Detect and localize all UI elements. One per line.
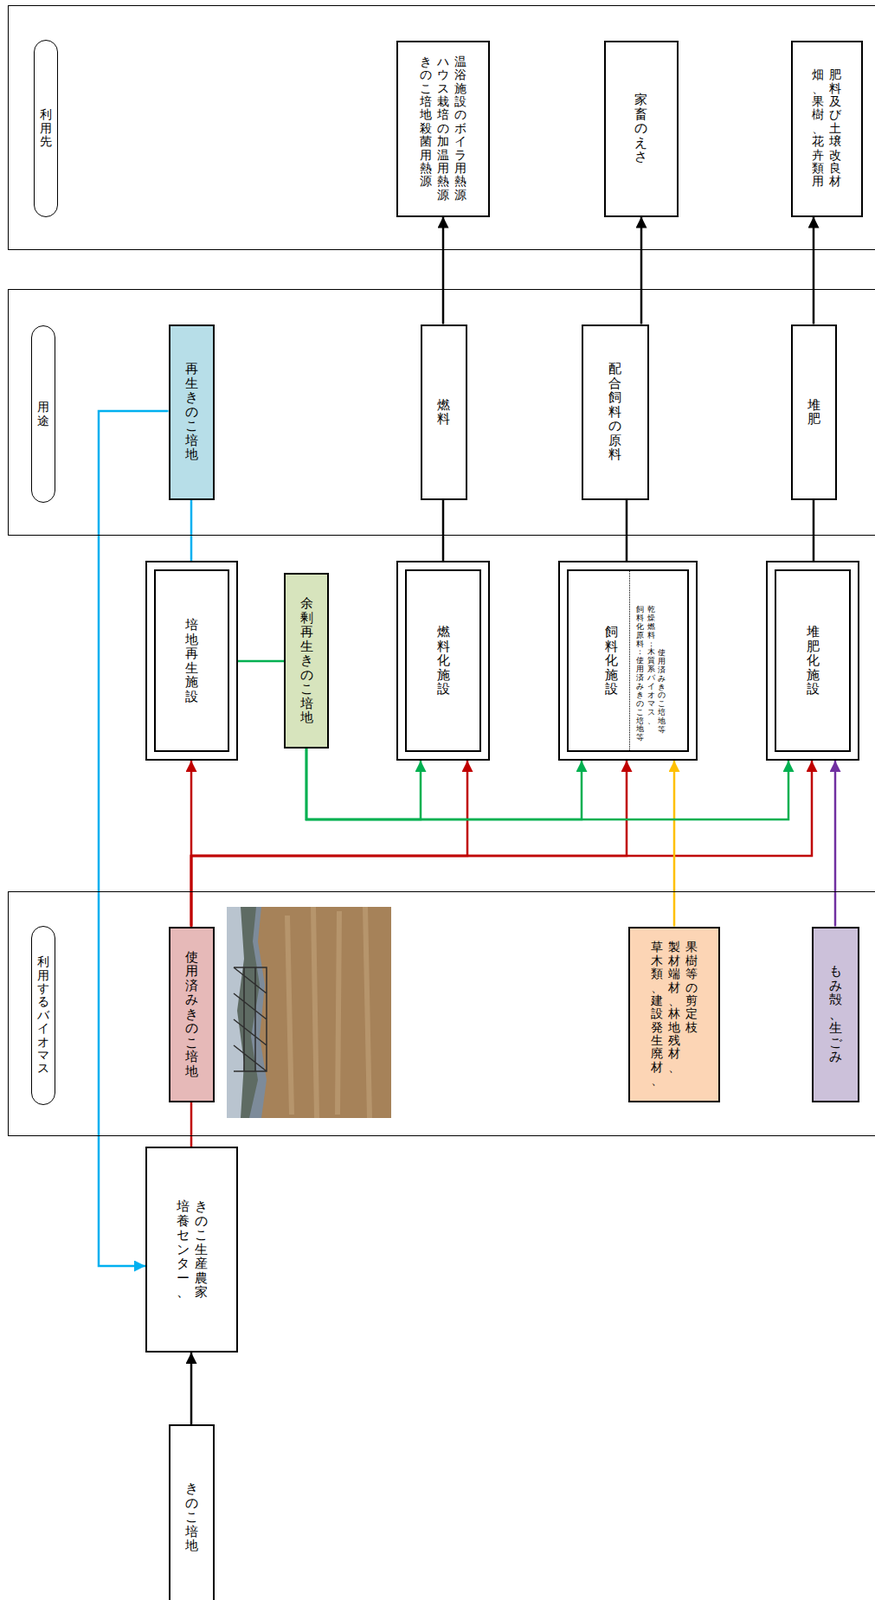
source-box: きのこ培地 xyxy=(168,1424,215,1600)
box-label: 再生きのこ培地 xyxy=(185,361,199,463)
box-label: 余剰再生きのこ培地 xyxy=(300,596,314,726)
photo-ground xyxy=(226,907,392,1119)
flow-connector xyxy=(442,217,445,325)
text-line: 使用済みきのこ培地等 xyxy=(657,649,666,735)
text-line: 畑、果樹、花卉類用 xyxy=(811,68,824,189)
photo-fence xyxy=(233,967,267,1072)
flow-connector xyxy=(812,500,816,562)
text-line: 草木類、建設発生廃材、 xyxy=(650,940,663,1088)
facility-box: 燃料化施設 xyxy=(396,560,490,761)
destination-box: きのこ培地殺菌用熱源 ハウス栽培の加温用熱源 温浴施設のボイラ用熱源 xyxy=(396,40,490,218)
producer-box: 培養センター、 きのこ生産農家 xyxy=(145,1146,239,1353)
box-label: 畑、果樹、花卉類用 肥料及び土壌改良材 xyxy=(811,68,842,189)
text-line: 製材端材、林地残材、 xyxy=(668,940,681,1075)
text-line: 果樹等の剪定枝 xyxy=(685,940,698,1035)
box-label: もみ殻、生ごみ xyxy=(829,964,843,1065)
text-line: ハウス栽培の加温用熱源 xyxy=(437,55,450,202)
box-label: きのこ培地 xyxy=(185,1481,199,1554)
text-line: きのこ生産農家 xyxy=(194,1199,208,1300)
surplus-box: 余剰再生きのこ培地 xyxy=(283,572,329,749)
use-box: 再生きのこ培地 xyxy=(168,324,215,501)
photo-pile xyxy=(257,907,392,1119)
flow-connector xyxy=(191,760,812,927)
photo-texture xyxy=(287,907,370,1119)
inner-border xyxy=(566,569,689,753)
text-line: 肥料及び土壌改良材 xyxy=(829,68,842,189)
box-label: 草木類、建設発生廃材、 製材端材、林地残材、 果樹等の剪定枝 xyxy=(650,940,698,1088)
facility-note: 乾燥燃料：木質系バイオマス、 使用済みきのこ培地等 xyxy=(647,605,666,735)
flow-connector xyxy=(190,1352,194,1425)
flow-connector xyxy=(834,760,837,927)
flow-connector xyxy=(191,760,627,927)
flow-connector xyxy=(190,1102,194,1148)
box-label: 堆肥化施設 xyxy=(806,624,820,697)
text-line: きのこ培地殺菌用熱源 xyxy=(419,55,432,189)
facility-note: 飼料化原料：使用済みきのこ培地等 xyxy=(636,605,644,743)
section-band: 利用するバイオマス 使用済みきのこ培地 草木類、建設発生廃材、 製材端材、林地残材、… xyxy=(7,891,875,1137)
section-band: 用途 再生きのこ培地 燃料 配合飼料の原料 堆肥 xyxy=(7,289,875,536)
photo-mountain xyxy=(237,907,260,1119)
box-label: 使用済みきのこ培地 xyxy=(185,950,199,1080)
flow-connector xyxy=(812,217,816,325)
use-box: 配合飼料の原料 xyxy=(581,324,650,501)
flow-connector xyxy=(640,217,644,325)
box-label: 燃料化施設 xyxy=(437,624,451,697)
facility-label: 飼料化施設 xyxy=(604,624,618,697)
section-label: 利用先 xyxy=(33,39,58,218)
biomass-box: 使用済みきのこ培地 xyxy=(168,926,215,1103)
box-label: 培地再生施設 xyxy=(185,617,199,704)
section-label: 用途 xyxy=(31,325,56,503)
flow-connector xyxy=(191,760,468,927)
flow-connector xyxy=(190,500,194,562)
use-box: 燃料 xyxy=(420,324,468,501)
section-band: 利用先 きのこ培地殺菌用熱源 ハウス栽培の加温用熱源 温浴施設のボイラ用熱源 家畜の… xyxy=(7,5,875,251)
biomass-box: 草木類、建設発生廃材、 製材端材、林地残材、 果樹等の剪定枝 xyxy=(628,926,721,1103)
use-box: 堆肥 xyxy=(791,324,837,501)
flow-connector xyxy=(673,760,676,927)
box-label: きのこ培地殺菌用熱源 ハウス栽培の加温用熱源 温浴施設のボイラ用熱源 xyxy=(419,55,467,202)
text-line: 温浴施設のボイラ用熱源 xyxy=(454,55,467,202)
text-line: 乾燥燃料：木質系バイオマス、 xyxy=(647,605,656,726)
text-line: 培養センター、 xyxy=(176,1199,190,1300)
facility-box: 堆肥化施設 xyxy=(765,560,860,761)
box-label: 堆肥 xyxy=(807,398,821,427)
biomass-box: もみ殻、生ごみ xyxy=(811,926,860,1103)
flow-connector xyxy=(442,500,445,562)
facility-box: 飼料化施設 飼料化原料：使用済みきのこ培地等乾燥燃料：木質系バイオマス、 使用済み… xyxy=(558,560,698,761)
box-label: 培養センター、 きのこ生産農家 xyxy=(176,1199,208,1300)
box-label: 家畜のえさ xyxy=(634,92,648,165)
flow-connector xyxy=(625,500,629,562)
dotted-divider xyxy=(629,569,631,753)
destination-box: 畑、果樹、花卉類用 肥料及び土壌改良材 xyxy=(791,40,863,218)
flow-connector xyxy=(238,660,284,663)
box-label: 配合飼料の原料 xyxy=(608,361,622,463)
flow-connector xyxy=(98,411,169,1267)
destination-box: 家畜のえさ xyxy=(604,40,679,218)
facility-box: 培地再生施設 xyxy=(145,560,239,761)
photo xyxy=(226,907,392,1119)
flow-connector xyxy=(306,748,789,820)
section-label: 利用するバイオマス xyxy=(31,926,56,1106)
box-label: 燃料 xyxy=(437,398,451,427)
